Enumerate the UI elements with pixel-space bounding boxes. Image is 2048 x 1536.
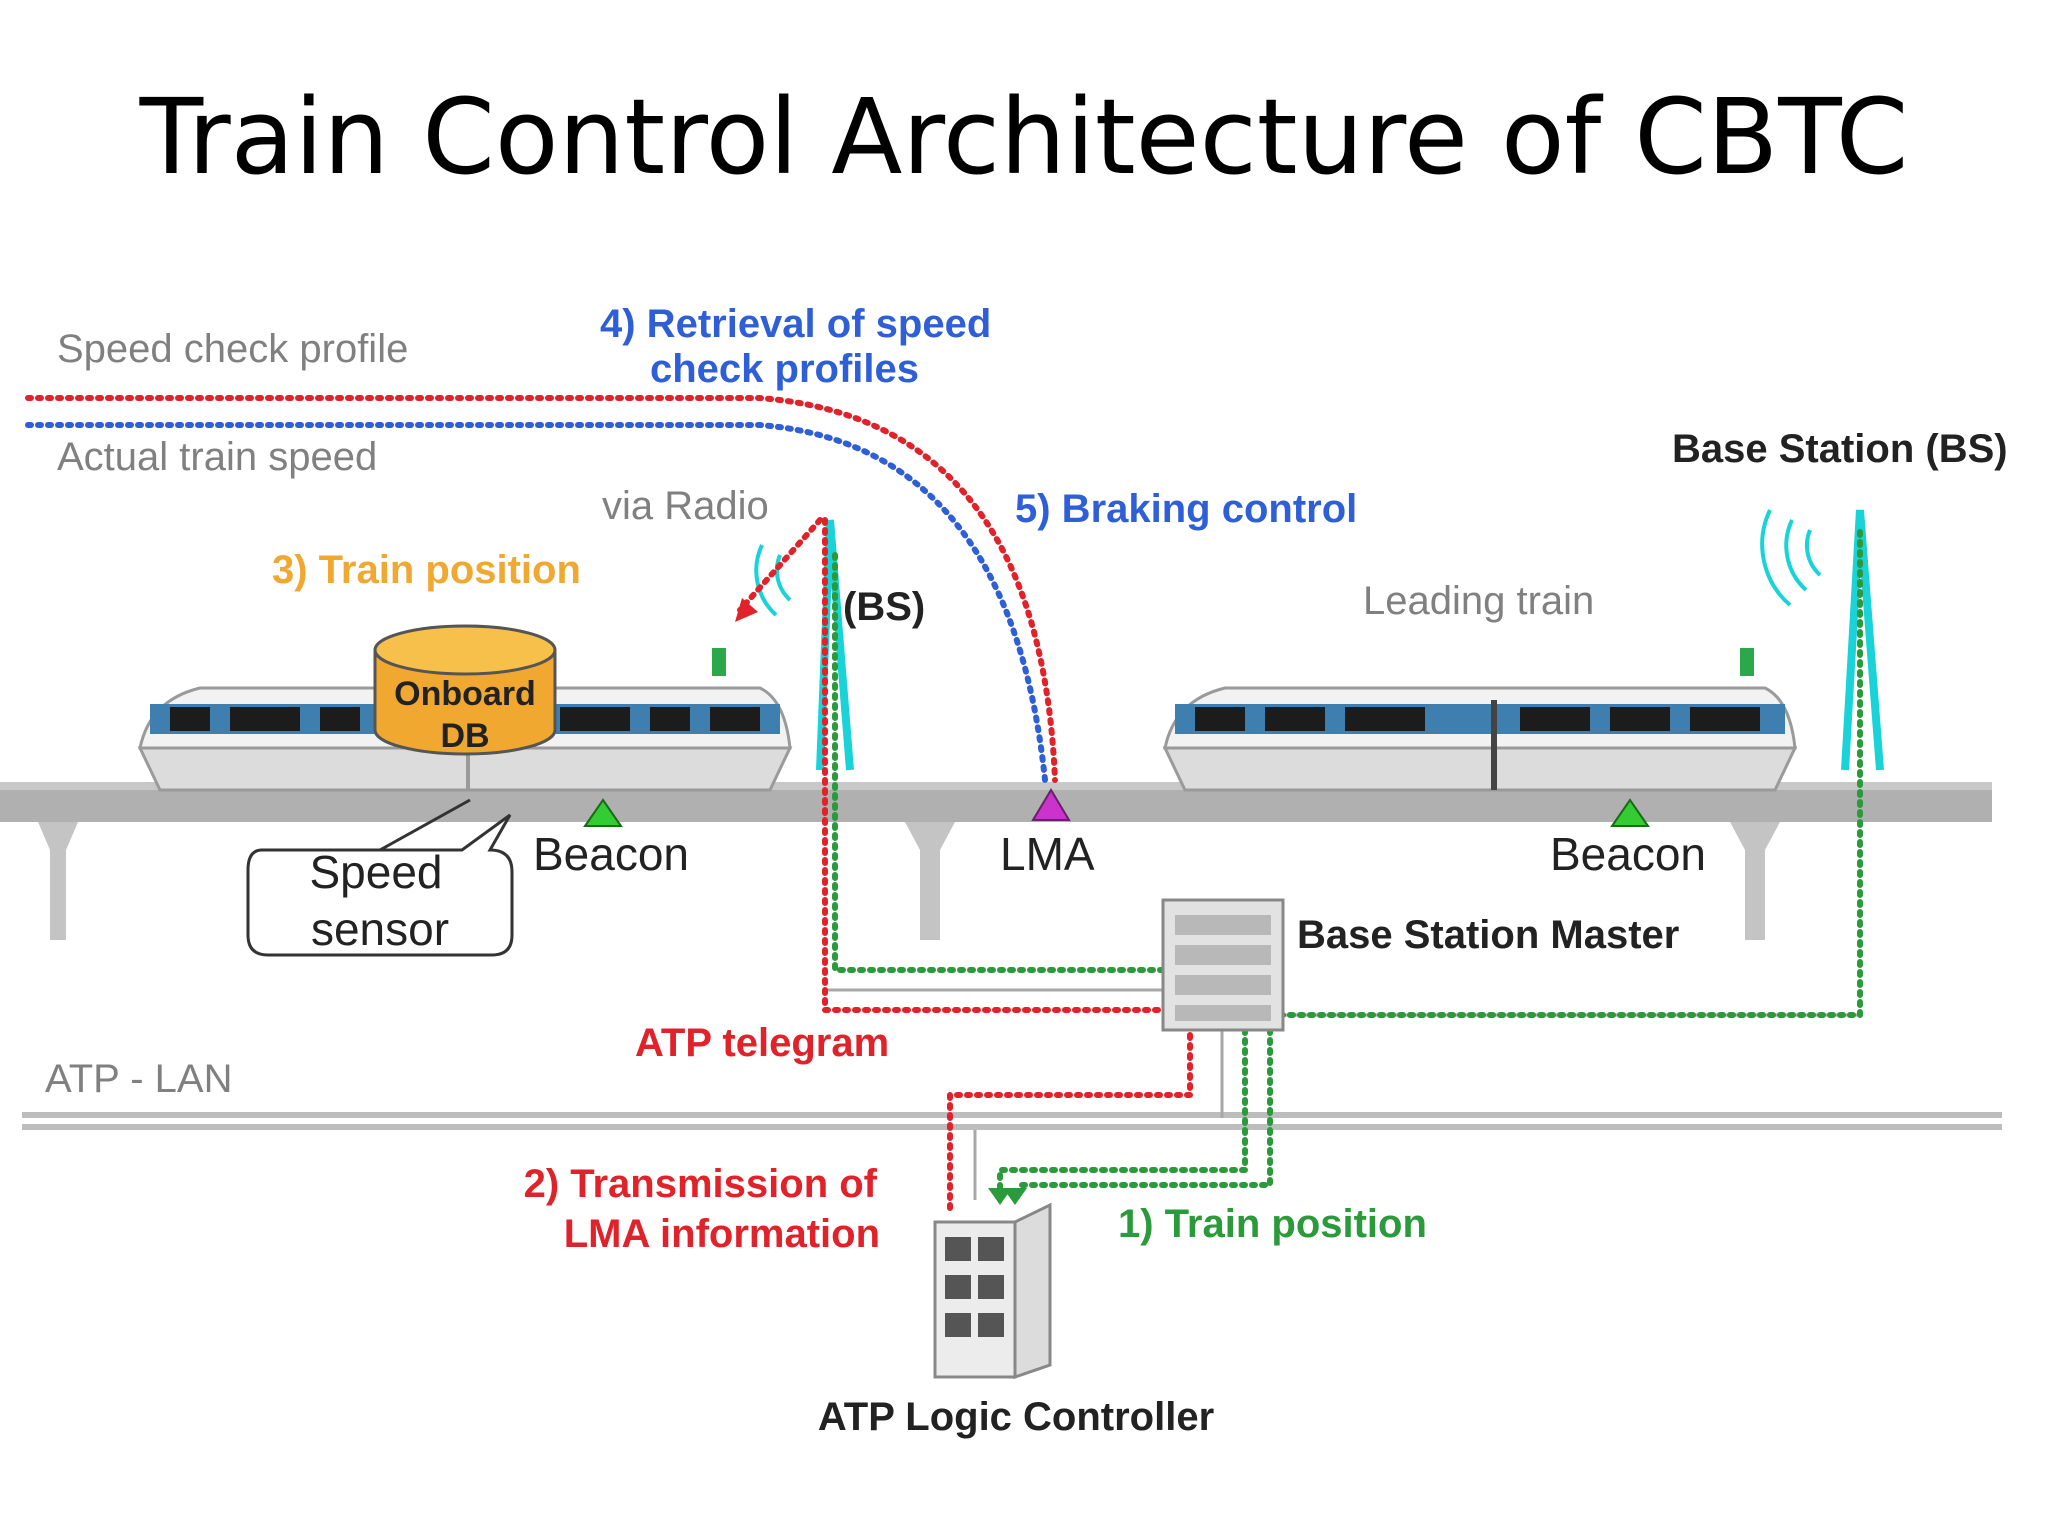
base-station-label: Base Station (BS)	[1672, 427, 2008, 471]
speed-sensor-label: sensor	[311, 903, 449, 955]
step3-label: 3) Train position	[272, 548, 581, 592]
beacon-triangle-icon	[1610, 798, 1650, 827]
slide-title: Train Control Architecture of CBTC	[139, 76, 1909, 198]
speed-sensor-callout	[246, 813, 514, 957]
beacon-label-right: Beacon	[1550, 828, 1706, 880]
onboard-db-label: DB	[440, 717, 489, 755]
actual-train-speed-line	[25, 422, 1048, 783]
lma-transmission-path	[737, 517, 1193, 1213]
bs-short-label: (BS)	[843, 585, 925, 629]
step2-label: 2) Transmission of	[524, 1162, 878, 1206]
step2-label: LMA information	[564, 1212, 880, 1256]
lma-label: LMA	[1000, 828, 1095, 880]
signal-icon	[1740, 648, 1754, 676]
via-radio-label: via Radio	[602, 484, 769, 528]
antenna-tower-icon	[816, 509, 1884, 771]
speed-sensor-label: Speed	[309, 846, 442, 898]
atp-lan-bus	[22, 1112, 2002, 1130]
lma-marker-icon	[1031, 788, 1071, 821]
actual-train-speed-label: Actual train speed	[57, 435, 377, 479]
beacon-label-left: Beacon	[533, 828, 689, 880]
speed-check-profile-line	[25, 395, 1058, 783]
beacon-triangle-icon	[583, 798, 623, 827]
cabinet-icon	[933, 1202, 1052, 1380]
database-icon	[373, 624, 557, 756]
leading-train	[1162, 686, 1798, 792]
onboard-db-label: Onboard	[394, 675, 536, 713]
step4-label: check profiles	[650, 347, 919, 391]
leading-train-label: Leading train	[1363, 579, 1594, 623]
arrow-head	[1003, 1188, 1027, 1205]
step1-label: 1) Train position	[1118, 1202, 1427, 1246]
arrow-head	[735, 598, 758, 622]
atp-logic-controller-label: ATP Logic Controller	[818, 1395, 1214, 1439]
speed-check-profile-label: Speed check profile	[57, 327, 408, 371]
step4-label: 4) Retrieval of speed	[600, 302, 991, 346]
atp-lan-label: ATP - LAN	[45, 1057, 232, 1101]
train-position-path	[832, 527, 1863, 1193]
radio-wave-icon	[754, 509, 1822, 617]
server-rack-icon	[1161, 898, 1285, 1032]
step5-label: 5) Braking control	[1015, 487, 1357, 531]
base-station-master-label: Base Station Master	[1297, 913, 1679, 957]
signal-icon	[712, 648, 726, 676]
atp-telegram-label: ATP telegram	[635, 1021, 889, 1065]
